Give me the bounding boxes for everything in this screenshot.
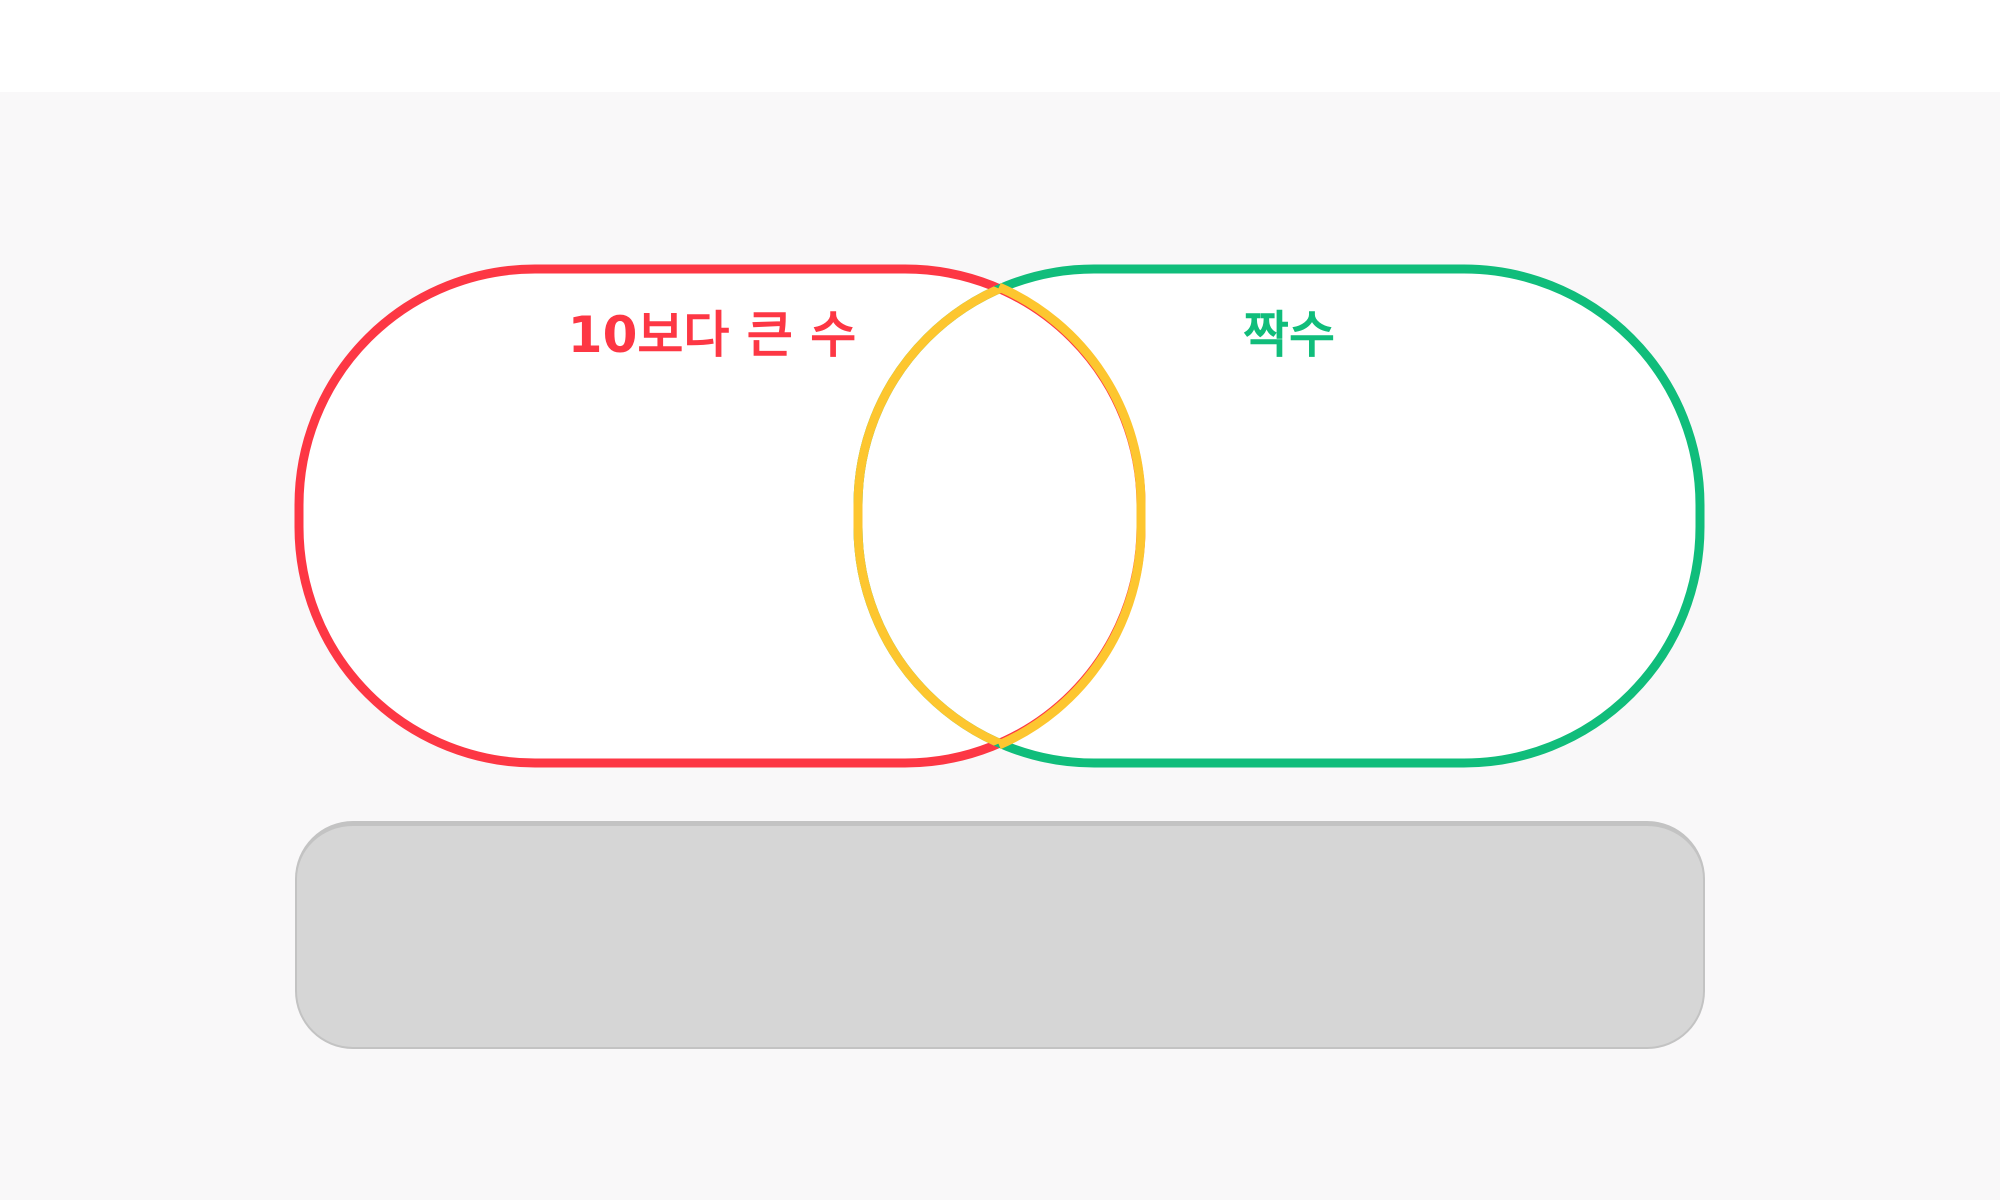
- intersection-region[interactable]: [853, 269, 1700, 763]
- set-label-even: 짝수: [1243, 306, 1335, 364]
- set-label-greater-than-10: 10보다 큰 수: [568, 306, 856, 364]
- item-drop-tray[interactable]: [295, 821, 1705, 1049]
- intersection-outline-right: [997, 282, 1146, 750]
- top-bar: [0, 0, 2000, 92]
- set-region-even[interactable]: [858, 269, 1700, 763]
